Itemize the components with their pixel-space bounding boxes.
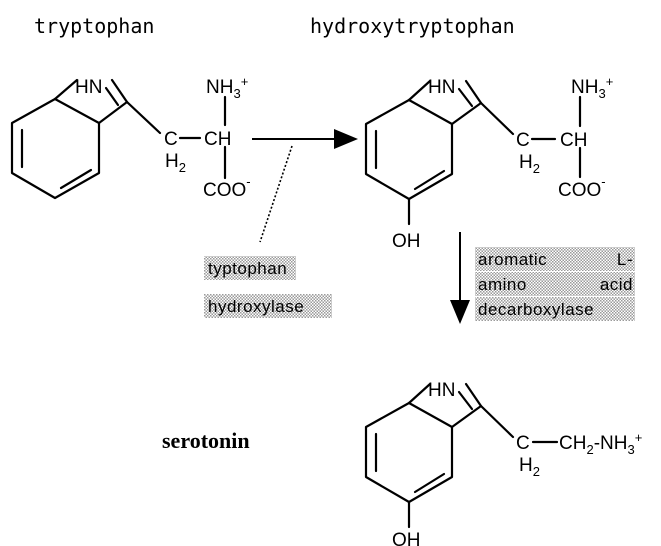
hydroxytryptophan-oh: OH	[392, 231, 421, 252]
decarboxylase-acid: acid	[600, 275, 633, 294]
tryptophan-coo: COO-	[203, 174, 251, 201]
hydroxylation-arrow	[252, 129, 358, 243]
serotonin-c: C	[516, 433, 530, 454]
hydroxytryptophan-hn: HN	[428, 77, 455, 98]
serotonin-ch2-nh3: CH2-NH3+	[559, 430, 642, 457]
tryptophan-hydroxylase-label: typtophan hydroxylase	[204, 256, 332, 318]
serotonin-hn: HN	[428, 380, 455, 401]
tryptophan-c: C	[164, 129, 178, 150]
hydroxytryptophan-coo: COO-	[558, 174, 606, 201]
hydroxytryptophan-title: hydroxytryptophan	[310, 14, 515, 38]
decarboxylase-line3: decarboxylase	[478, 300, 594, 319]
hydroxytryptophan-ch: CH	[560, 130, 587, 151]
serotonin-structure: HN C H2 CH2-NH3+ OH	[364, 380, 642, 546]
tryptophan-nh3: NH3+	[206, 74, 248, 101]
decarboxylase-l: L-	[617, 250, 633, 269]
tryptophan-ch: CH	[204, 129, 231, 150]
tryptophan-h2: H2	[165, 151, 186, 175]
hydroxytryptophan-nh3: NH3+	[571, 74, 613, 101]
hydroxylase-line1: typtophan	[208, 259, 287, 278]
serotonin-h2: H2	[519, 455, 540, 479]
decarboxylase-aromatic: aromatic	[478, 250, 547, 269]
decarboxylase-amino: amino	[478, 275, 527, 294]
serotonin-oh: OH	[392, 530, 421, 546]
tryptophan-structure: HN NH3+ C CH H2 COO-	[10, 74, 251, 201]
hydroxytryptophan-h2: H2	[519, 152, 540, 176]
serotonin-title: serotonin	[162, 428, 250, 453]
tryptophan-hn: HN	[75, 77, 102, 98]
hydroxylase-line2: hydroxylase	[208, 297, 304, 316]
tryptophan-title: tryptophan	[34, 14, 154, 38]
hydroxytryptophan-structure: HN NH3+ C CH H2 COO- OH	[364, 74, 613, 252]
decarboxylation-arrow	[450, 232, 470, 324]
decarboxylase-label: aromatic L- amino acid decarboxylase	[475, 247, 635, 321]
hydroxytryptophan-c: C	[516, 130, 530, 151]
